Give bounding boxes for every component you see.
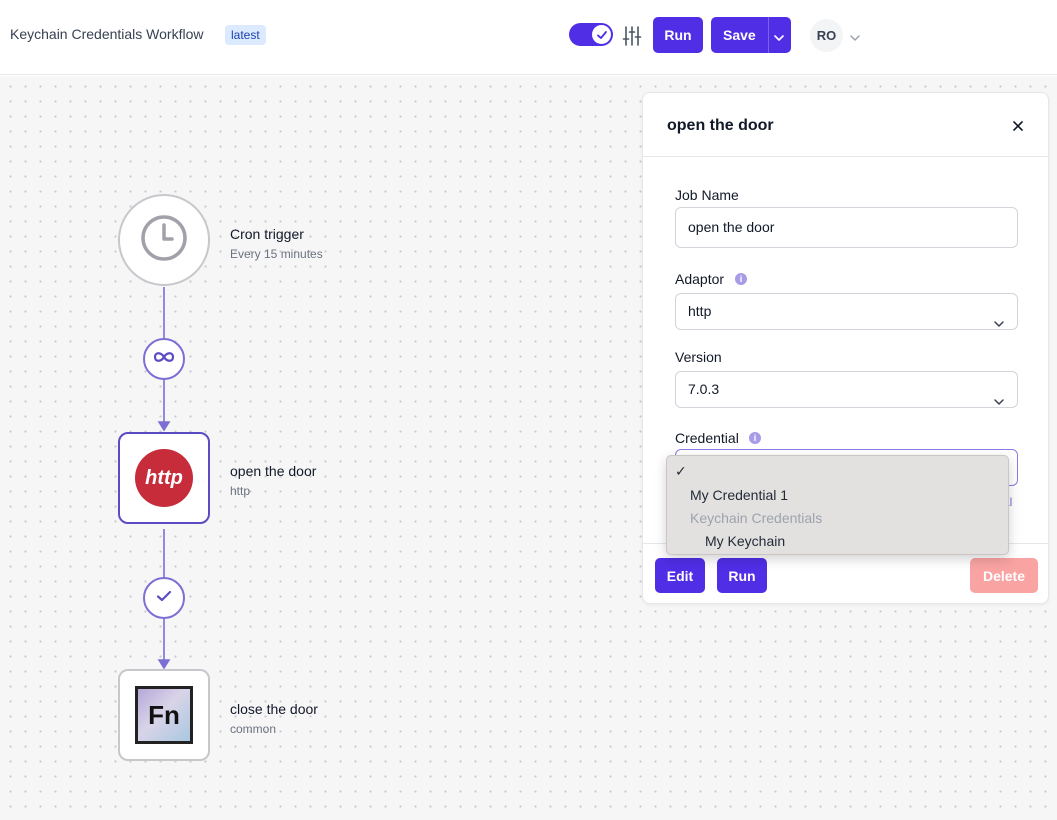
node-label: close the door <box>230 701 318 717</box>
credential-option[interactable]: My Keychain <box>705 533 786 549</box>
save-button-group[interactable]: Save <box>711 17 791 53</box>
adaptor-label: Adaptor <box>675 271 725 287</box>
credential-label: Credential <box>675 430 739 446</box>
panel-header: open the door <box>643 93 1048 157</box>
node-label: Cron trigger <box>230 226 304 242</box>
info-icon[interactable]: i <box>735 273 747 285</box>
chevron-down-icon[interactable] <box>773 30 785 46</box>
node-subtitle: Every 15 minutes <box>230 247 323 261</box>
credential-option[interactable]: My Credential 1 <box>690 487 789 503</box>
node-subtitle: common <box>230 722 277 736</box>
close-icon[interactable] <box>1010 118 1026 134</box>
chevron-down-icon <box>993 385 1005 420</box>
selected-empty-option[interactable]: ✓ <box>675 463 687 479</box>
edge-condition-badge[interactable] <box>143 338 185 380</box>
run-job-button[interactable]: Run <box>717 558 767 593</box>
divider <box>768 17 769 53</box>
save-button-label[interactable]: Save <box>723 27 756 43</box>
info-icon[interactable]: i <box>749 432 761 444</box>
run-workflow-button[interactable]: Run <box>653 17 703 53</box>
fn-adaptor-logo: Fn <box>135 686 193 744</box>
check-icon <box>592 25 611 44</box>
edge-condition-badge[interactable] <box>143 577 185 619</box>
clock-icon <box>139 213 189 268</box>
adaptor-select[interactable]: http <box>675 293 1018 330</box>
check-icon <box>156 589 172 608</box>
job-node-close-the-door[interactable]: Fn <box>118 669 210 761</box>
http-adaptor-logo: http <box>135 449 193 507</box>
node-label: open the door <box>230 463 317 479</box>
workflow-title: Keychain Credentials Workflow <box>10 26 204 42</box>
credential-group-label: Keychain Credentials <box>690 510 823 526</box>
adaptor-select-value: http <box>688 303 712 319</box>
node-subtitle: http <box>230 484 251 498</box>
panel-title: open the door <box>667 117 774 134</box>
edit-button[interactable]: Edit <box>655 558 705 593</box>
version-select-value: 7.0.3 <box>688 381 720 397</box>
infinity-icon <box>153 350 175 368</box>
version-label: Version <box>675 349 722 365</box>
workflow-enabled-toggle[interactable] <box>569 23 613 46</box>
top-bar: Keychain Credentials Workflow latest Run… <box>0 0 1057 75</box>
version-select[interactable]: 7.0.3 <box>675 371 1018 408</box>
credential-dropdown-menu: ✓ My Credential 1 Keychain Credentials M… <box>666 455 1009 555</box>
delete-button[interactable]: Delete <box>970 558 1038 593</box>
cron-trigger-node[interactable] <box>118 194 210 286</box>
job-name-label: Job Name <box>675 187 739 203</box>
chevron-down-icon <box>993 307 1005 342</box>
settings-sliders-icon[interactable] <box>622 25 642 47</box>
version-badge: latest <box>225 25 266 45</box>
job-node-open-the-door[interactable]: http <box>118 432 210 524</box>
user-avatar[interactable]: RO <box>810 19 843 52</box>
job-name-input[interactable]: open the door <box>675 207 1018 248</box>
chevron-down-icon[interactable] <box>849 30 861 48</box>
